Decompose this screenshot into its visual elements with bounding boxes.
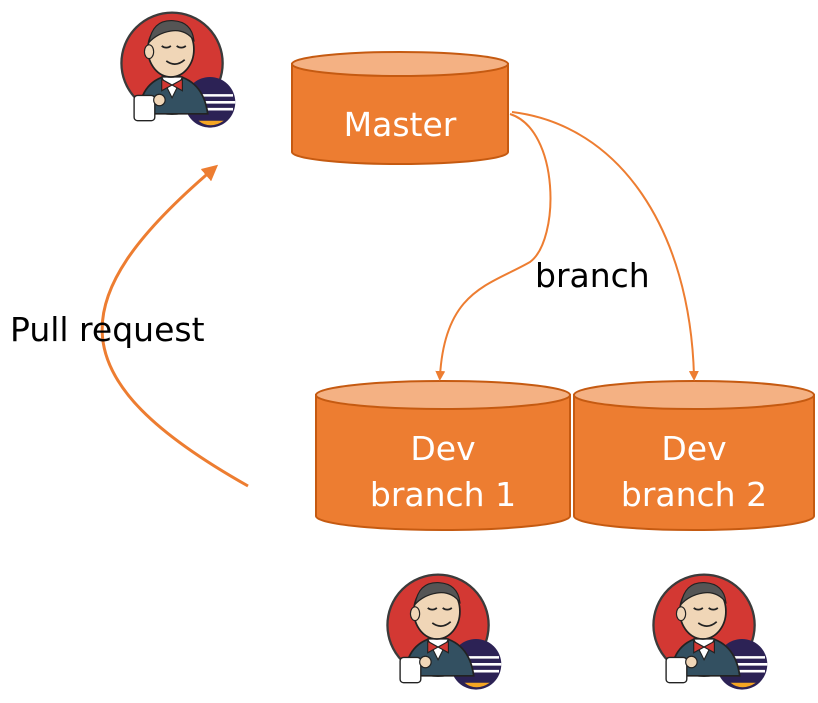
branch-label: branch (535, 256, 650, 295)
jenkins-icon (386, 573, 503, 691)
dev-branch-1-line2: branch 1 (370, 475, 516, 514)
dev-branch-1-cylinder: Dev branch 1 (315, 380, 571, 531)
dev-branch-1-line1: Dev (410, 429, 475, 468)
jenkins-icon (652, 573, 769, 691)
master-label: Master (344, 105, 457, 144)
dev-branch-2-cylinder: Dev branch 2 (573, 380, 815, 531)
dev-branch-2-line1: Dev (661, 429, 726, 468)
master-repo-cylinder: Master (291, 51, 509, 165)
jenkins-icon (120, 11, 237, 129)
branch-arrow-to-dev-1 (435, 113, 552, 381)
pull-request-label: Pull request (10, 310, 205, 349)
dev-branch-2-line2: branch 2 (621, 475, 767, 514)
pull-request-arrow (100, 164, 249, 488)
branch-arrow-to-dev-2 (511, 111, 699, 381)
